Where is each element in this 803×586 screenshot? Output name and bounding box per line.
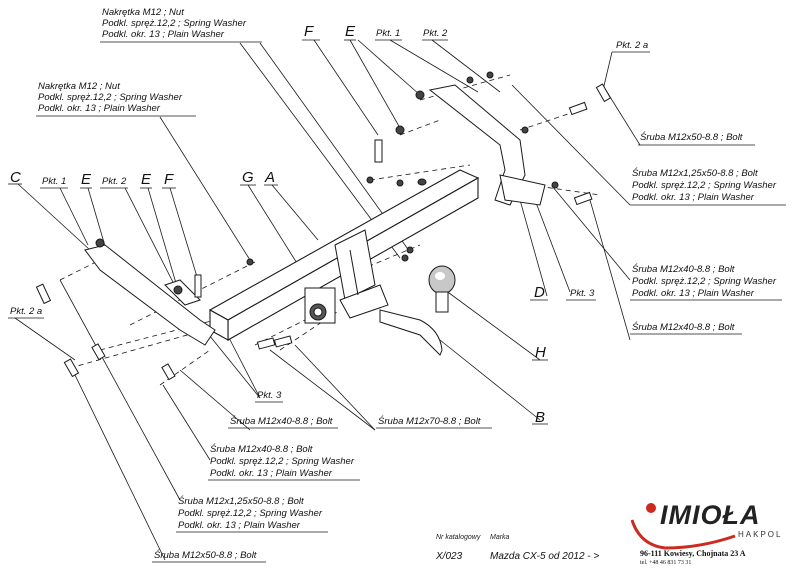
letter-b: B <box>535 409 546 426</box>
bolt-fine-right-line1: Śruba M12x1,25x50-8.8 ; Bolt <box>632 168 758 179</box>
company-phone: tel. +48 46 831 73 31 <box>640 560 692 566</box>
pkt1-left: Pkt. 1 <box>42 176 67 187</box>
bolt-fine-left-line1: Śruba M12x1,25x50-8.8 ; Bolt <box>178 496 304 507</box>
nut-top-line1: Nakrętka M12 ; Nut <box>102 7 184 18</box>
leader-lines <box>14 39 641 561</box>
vehicle-model: Mazda CX-5 od 2012 - > <box>490 551 600 562</box>
label-underlines <box>8 39 786 563</box>
bolt-m12x40-right-b: Śruba M12x40-8.8 ; Bolt <box>632 322 735 333</box>
bolt-fine-right-line2: Podkl. spręż.12,2 ; Spring Washer <box>632 180 776 191</box>
catalog-caption: Nr katalogowy <box>436 534 481 541</box>
company-logo: IMIOŁA <box>660 500 761 530</box>
letter-c: C <box>10 169 21 186</box>
brand-caption: Marka <box>490 534 510 541</box>
pkt3-mid: Pkt. 3 <box>257 390 282 401</box>
bolt-fine-right-line3: Podkl. okr. 13 ; Plain Washer <box>632 192 754 203</box>
pkt2a-right: Pkt. 2 a <box>616 40 649 51</box>
washers-nuts <box>95 71 559 295</box>
pkt2-top: Pkt. 2 <box>423 28 448 39</box>
hitch-bracket <box>334 229 389 319</box>
nut-top-line3: Podkl. okr. 13 ; Plain Washer <box>102 29 224 40</box>
letter-a: A <box>265 169 276 186</box>
letter-g: G <box>242 169 254 186</box>
letter-e-top: E <box>345 23 356 40</box>
bolt-m12x50-right: Śruba M12x50-8.8 ; Bolt <box>640 132 743 143</box>
letter-e-left1: E <box>81 171 92 188</box>
pkt1-top: Pkt. 1 <box>376 28 401 39</box>
right-side-bracket <box>428 84 546 206</box>
logo-swoosh <box>630 503 736 550</box>
bolt-m12x40-low-line2: Podkl. spręż.12,2 ; Spring Washer <box>210 456 354 467</box>
bolt-m12x40-low-line3: Podkl. okr. 13 ; Plain Washer <box>210 468 332 479</box>
dashed-assembly-lines <box>59 74 601 386</box>
company-address: 96-111 Kowiesy, Chojnata 23 A <box>640 549 746 558</box>
nut-top-line2: Podkl. spręż.12,2 ; Spring Washer <box>102 18 246 29</box>
pkt2a-left: Pkt. 2 a <box>10 306 43 317</box>
bolt-fine-left-line3: Podkl. okr. 13 ; Plain Washer <box>178 520 300 531</box>
socket-plate <box>304 287 336 324</box>
catalog-number: X/023 <box>436 551 463 562</box>
letter-e-left2: E <box>141 171 152 188</box>
bolt-m12x50-left: Śruba M12x50-8.8 ; Bolt <box>154 550 257 561</box>
tow-ball <box>379 265 456 356</box>
bolt-m12x40-low-line1: Śruba M12x40-8.8 ; Bolt <box>210 444 313 455</box>
company-logo-sub: HAKPOL <box>738 530 783 539</box>
nut-left-line3: Podkl. okr. 13 ; Plain Washer <box>38 103 160 114</box>
bolts <box>35 83 612 381</box>
bolt-m12x40-right-line3: Podkl. okr. 13 ; Plain Washer <box>632 288 754 299</box>
letter-f-top: F <box>304 23 314 40</box>
letter-d: D <box>534 284 545 301</box>
bolt-m12x40-right-line1: Śruba M12x40-8.8 ; Bolt <box>632 264 735 275</box>
bolt-m12x70-mid: Śruba M12x70-8.8 ; Bolt <box>378 416 481 427</box>
letter-f-left: F <box>164 171 174 188</box>
bolt-fine-left-line2: Podkl. spręż.12,2 ; Spring Washer <box>178 508 322 519</box>
pkt3-right: Pkt. 3 <box>570 288 595 299</box>
letter-h: H <box>535 344 546 361</box>
bolt-m12x40-mid: Śruba M12x40-8.8 ; Bolt <box>230 416 333 427</box>
bolt-m12x40-right-line2: Podkl. spręż.12,2 ; Spring Washer <box>632 276 776 287</box>
pkt2-left: Pkt. 2 <box>102 176 127 187</box>
nut-left-line1: Nakrętka M12 ; Nut <box>38 81 120 92</box>
nut-left-line2: Podkl. spręż.12,2 ; Spring Washer <box>38 92 182 103</box>
left-side-bracket <box>84 244 216 346</box>
